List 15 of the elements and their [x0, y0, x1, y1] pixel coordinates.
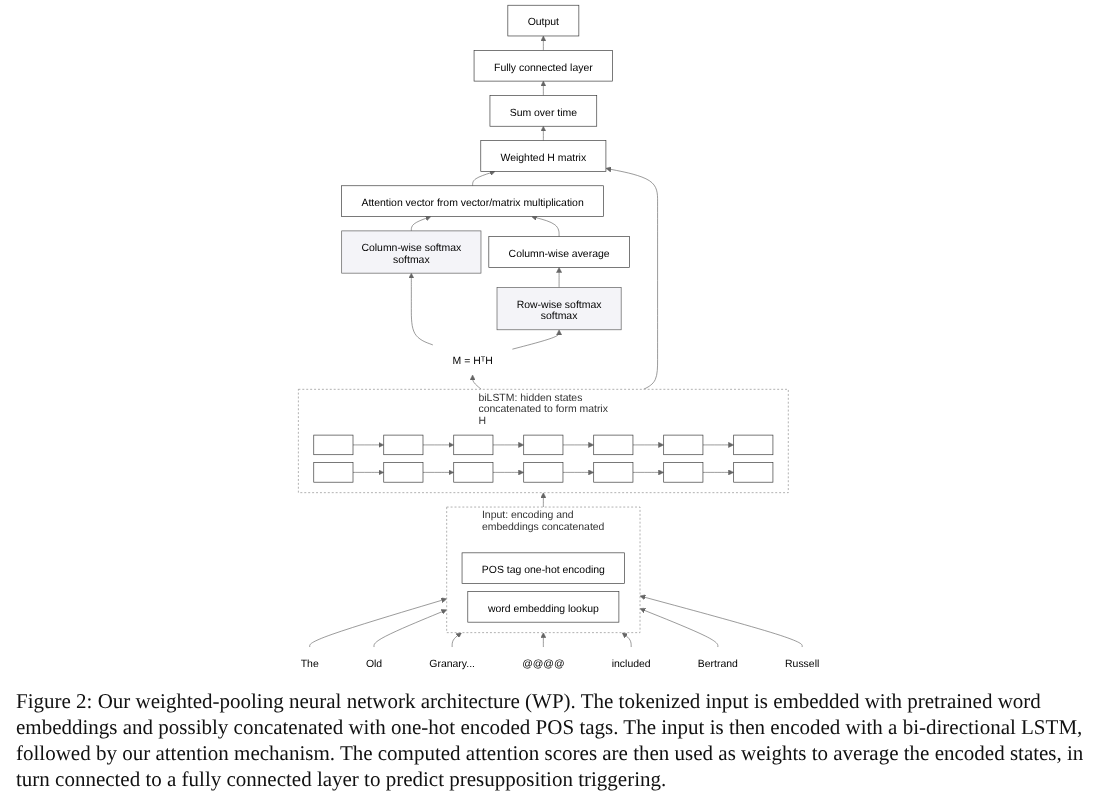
node-box [593, 434, 634, 456]
node-box [383, 462, 424, 483]
node-box [523, 434, 564, 456]
node-box [663, 462, 704, 483]
node-box [313, 434, 354, 456]
node-box [733, 462, 774, 483]
node-box [453, 434, 494, 456]
node-box [733, 434, 774, 456]
node-box [313, 462, 354, 483]
node-box [383, 434, 424, 456]
node-box [523, 462, 564, 483]
node-box [453, 462, 494, 483]
figure-caption: Figure 2: Our weighted-pooling neural network architecture (WP). The tokenized input is embedded with pretrained word embeddings and possibly concatenated with one-hot encoded POS tags. The input is then encoded with a bi-directional LSTM, followed by our attention mechanism. The computed attention scores are then used as weights to average the encoded states, in turn connected to a fully connected layer to predict presupposition triggering. [14, 689, 1086, 796]
node-box [663, 434, 704, 456]
node-box [593, 462, 634, 483]
